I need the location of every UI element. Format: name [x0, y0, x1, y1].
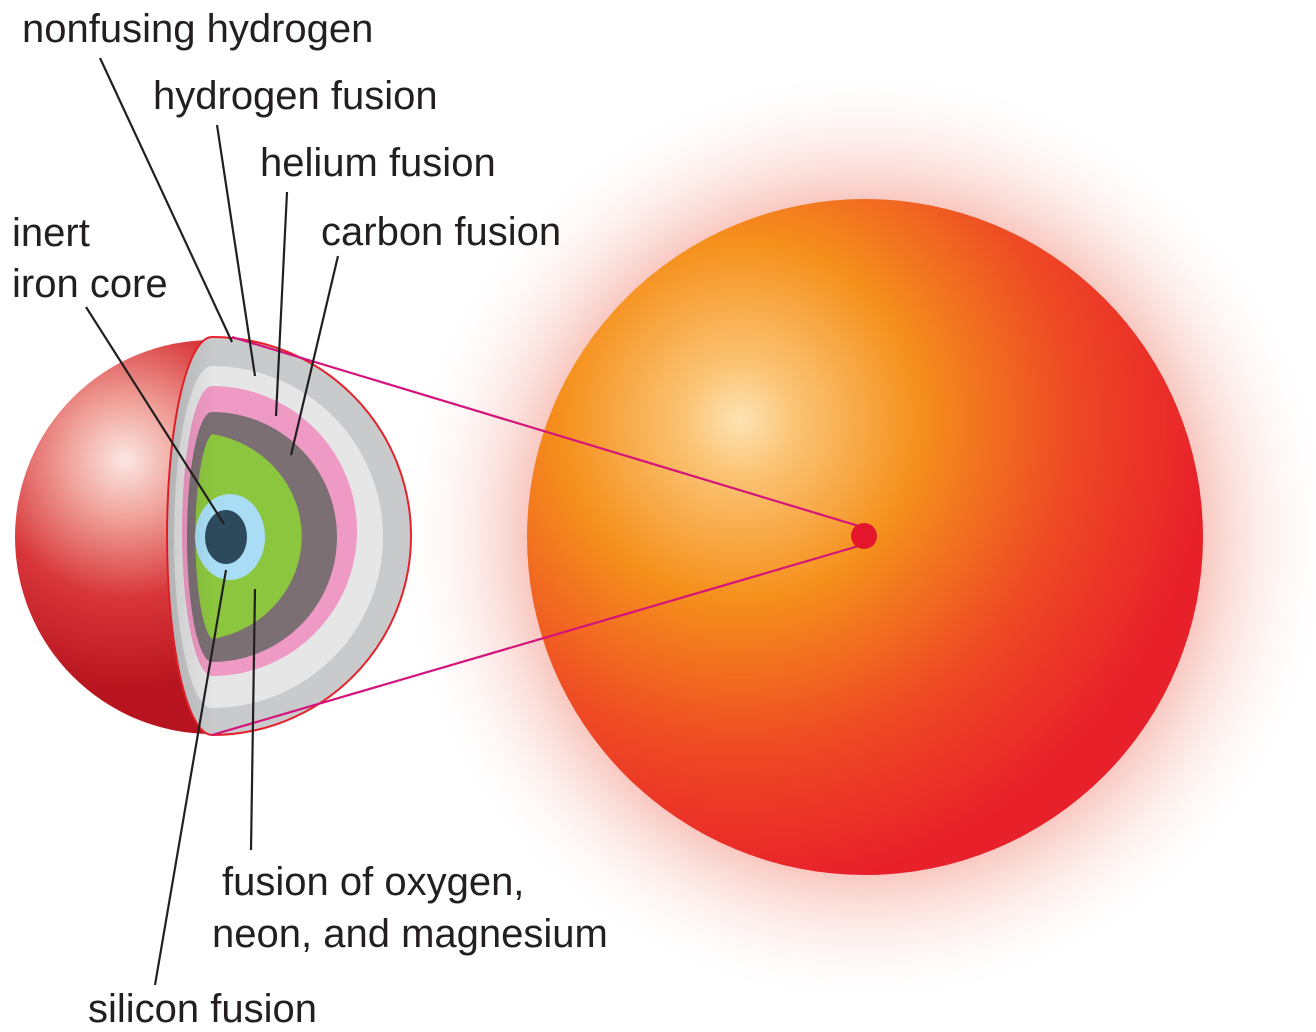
cut-face-shading	[167, 337, 212, 735]
label-inert: inert	[12, 211, 90, 255]
iron-core	[205, 510, 247, 564]
leader-hydrogen-fusion	[215, 124, 257, 377]
label-oxygen-line1: fusion of oxygen,	[222, 860, 524, 904]
star-core-dot	[851, 523, 877, 549]
label-oxygen-line2: neon, and magnesium	[212, 912, 608, 956]
label-iron-core: iron core	[12, 262, 168, 306]
cutaway-shells	[166, 335, 412, 737]
leader-helium-fusion	[274, 191, 289, 417]
label-nonfusing-hydrogen: nonfusing hydrogen	[22, 7, 373, 51]
zoom-line-top	[231, 335, 863, 529]
label-helium-fusion: helium fusion	[260, 141, 496, 185]
leader-nonfusing-hydrogen	[99, 57, 233, 343]
leader-inert-iron-core	[85, 306, 225, 525]
label-hydrogen-fusion: hydrogen fusion	[153, 74, 438, 118]
leader-oxygen-neon-magnesium	[249, 588, 257, 851]
zoom-line-bottom	[211, 543, 863, 737]
label-silicon-fusion: silicon fusion	[88, 987, 317, 1031]
leader-silicon-fusion	[153, 569, 228, 986]
label-carbon-fusion: carbon fusion	[321, 210, 561, 254]
leader-carbon-fusion	[289, 255, 340, 456]
